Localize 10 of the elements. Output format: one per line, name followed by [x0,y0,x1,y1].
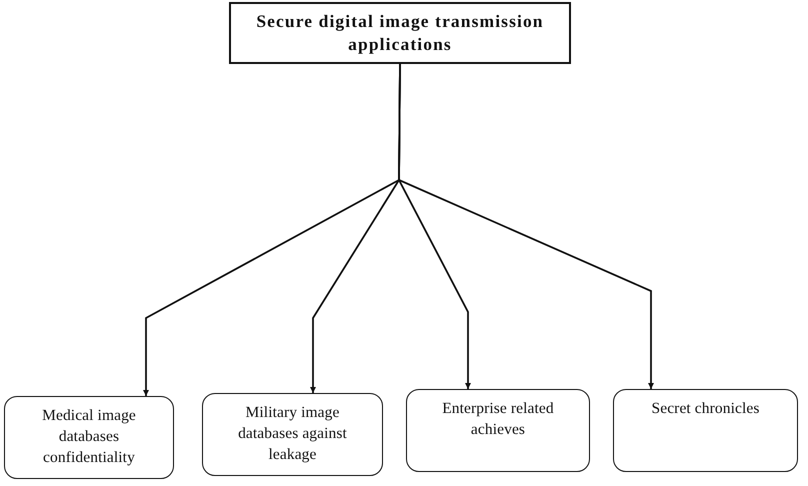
node-label: Military image databases against leakage [237,403,348,465]
root-box [229,2,571,64]
category-box [202,393,383,476]
category-box [4,396,174,479]
category-box [613,389,798,472]
heading-text: Secure digital image transmission applications [255,10,545,56]
node-label: Medical image databases confidentiality [41,406,137,468]
node-label: Secret chronicles [652,399,760,419]
category-box [406,389,590,472]
node-label: Enterprise related achieves [441,399,555,440]
